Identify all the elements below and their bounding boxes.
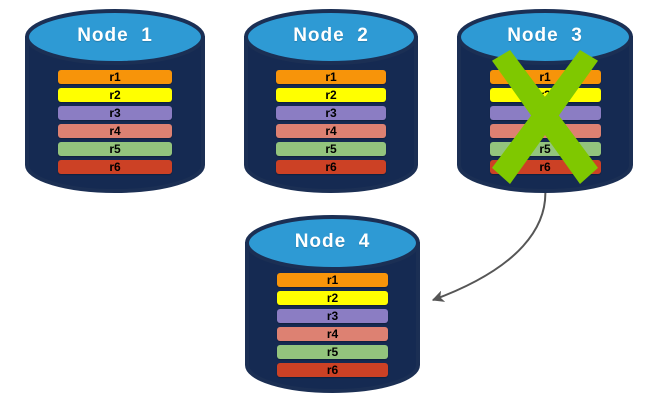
data-row-r5[interactable]: r5 bbox=[277, 345, 388, 359]
node-row-list: r1 r2 r3 r4 r5 r6 bbox=[243, 70, 419, 174]
data-row-r4[interactable]: r4 bbox=[489, 124, 601, 138]
node-row-list: r1 r2 r3 r4 r5 r6 bbox=[244, 273, 421, 377]
data-row-r5[interactable]: r5 bbox=[58, 142, 172, 156]
data-row-r1[interactable]: r1 bbox=[58, 70, 172, 84]
data-row-r4[interactable]: r4 bbox=[277, 327, 388, 341]
data-row-r3[interactable]: r3 bbox=[277, 309, 388, 323]
data-row-r3[interactable]: r3 bbox=[276, 106, 386, 120]
cylinder-top-ellipse bbox=[457, 9, 633, 65]
data-row-r1[interactable]: r1 bbox=[489, 70, 601, 84]
node-row-list: r1 r2 r3 r4 r5 r6 bbox=[456, 70, 634, 174]
data-row-r6[interactable]: r6 bbox=[276, 160, 386, 174]
data-row-r2[interactable]: r2 bbox=[489, 88, 601, 102]
data-row-r4[interactable]: r4 bbox=[276, 124, 386, 138]
failover-arrow bbox=[431, 185, 547, 302]
data-row-r1[interactable]: r1 bbox=[277, 273, 388, 287]
data-row-r1[interactable]: r1 bbox=[276, 70, 386, 84]
cylinder-top-ellipse bbox=[244, 9, 418, 65]
data-row-r3[interactable]: r3 bbox=[58, 106, 172, 120]
data-row-r2[interactable]: r2 bbox=[277, 291, 388, 305]
data-row-r3[interactable]: r3 bbox=[489, 106, 601, 120]
data-row-r5[interactable]: r5 bbox=[276, 142, 386, 156]
data-row-r6[interactable]: r6 bbox=[489, 160, 601, 174]
cylinder-top-ellipse bbox=[245, 215, 420, 271]
data-row-r2[interactable]: r2 bbox=[276, 88, 386, 102]
data-row-r6[interactable]: r6 bbox=[277, 363, 388, 377]
data-row-r6[interactable]: r6 bbox=[58, 160, 172, 174]
data-row-r4[interactable]: r4 bbox=[58, 124, 172, 138]
cylinder-top-ellipse bbox=[25, 9, 205, 65]
data-row-r2[interactable]: r2 bbox=[58, 88, 172, 102]
data-row-r5[interactable]: r5 bbox=[489, 142, 601, 156]
node-row-list: r1 r2 r3 r4 r5 r6 bbox=[24, 70, 206, 174]
